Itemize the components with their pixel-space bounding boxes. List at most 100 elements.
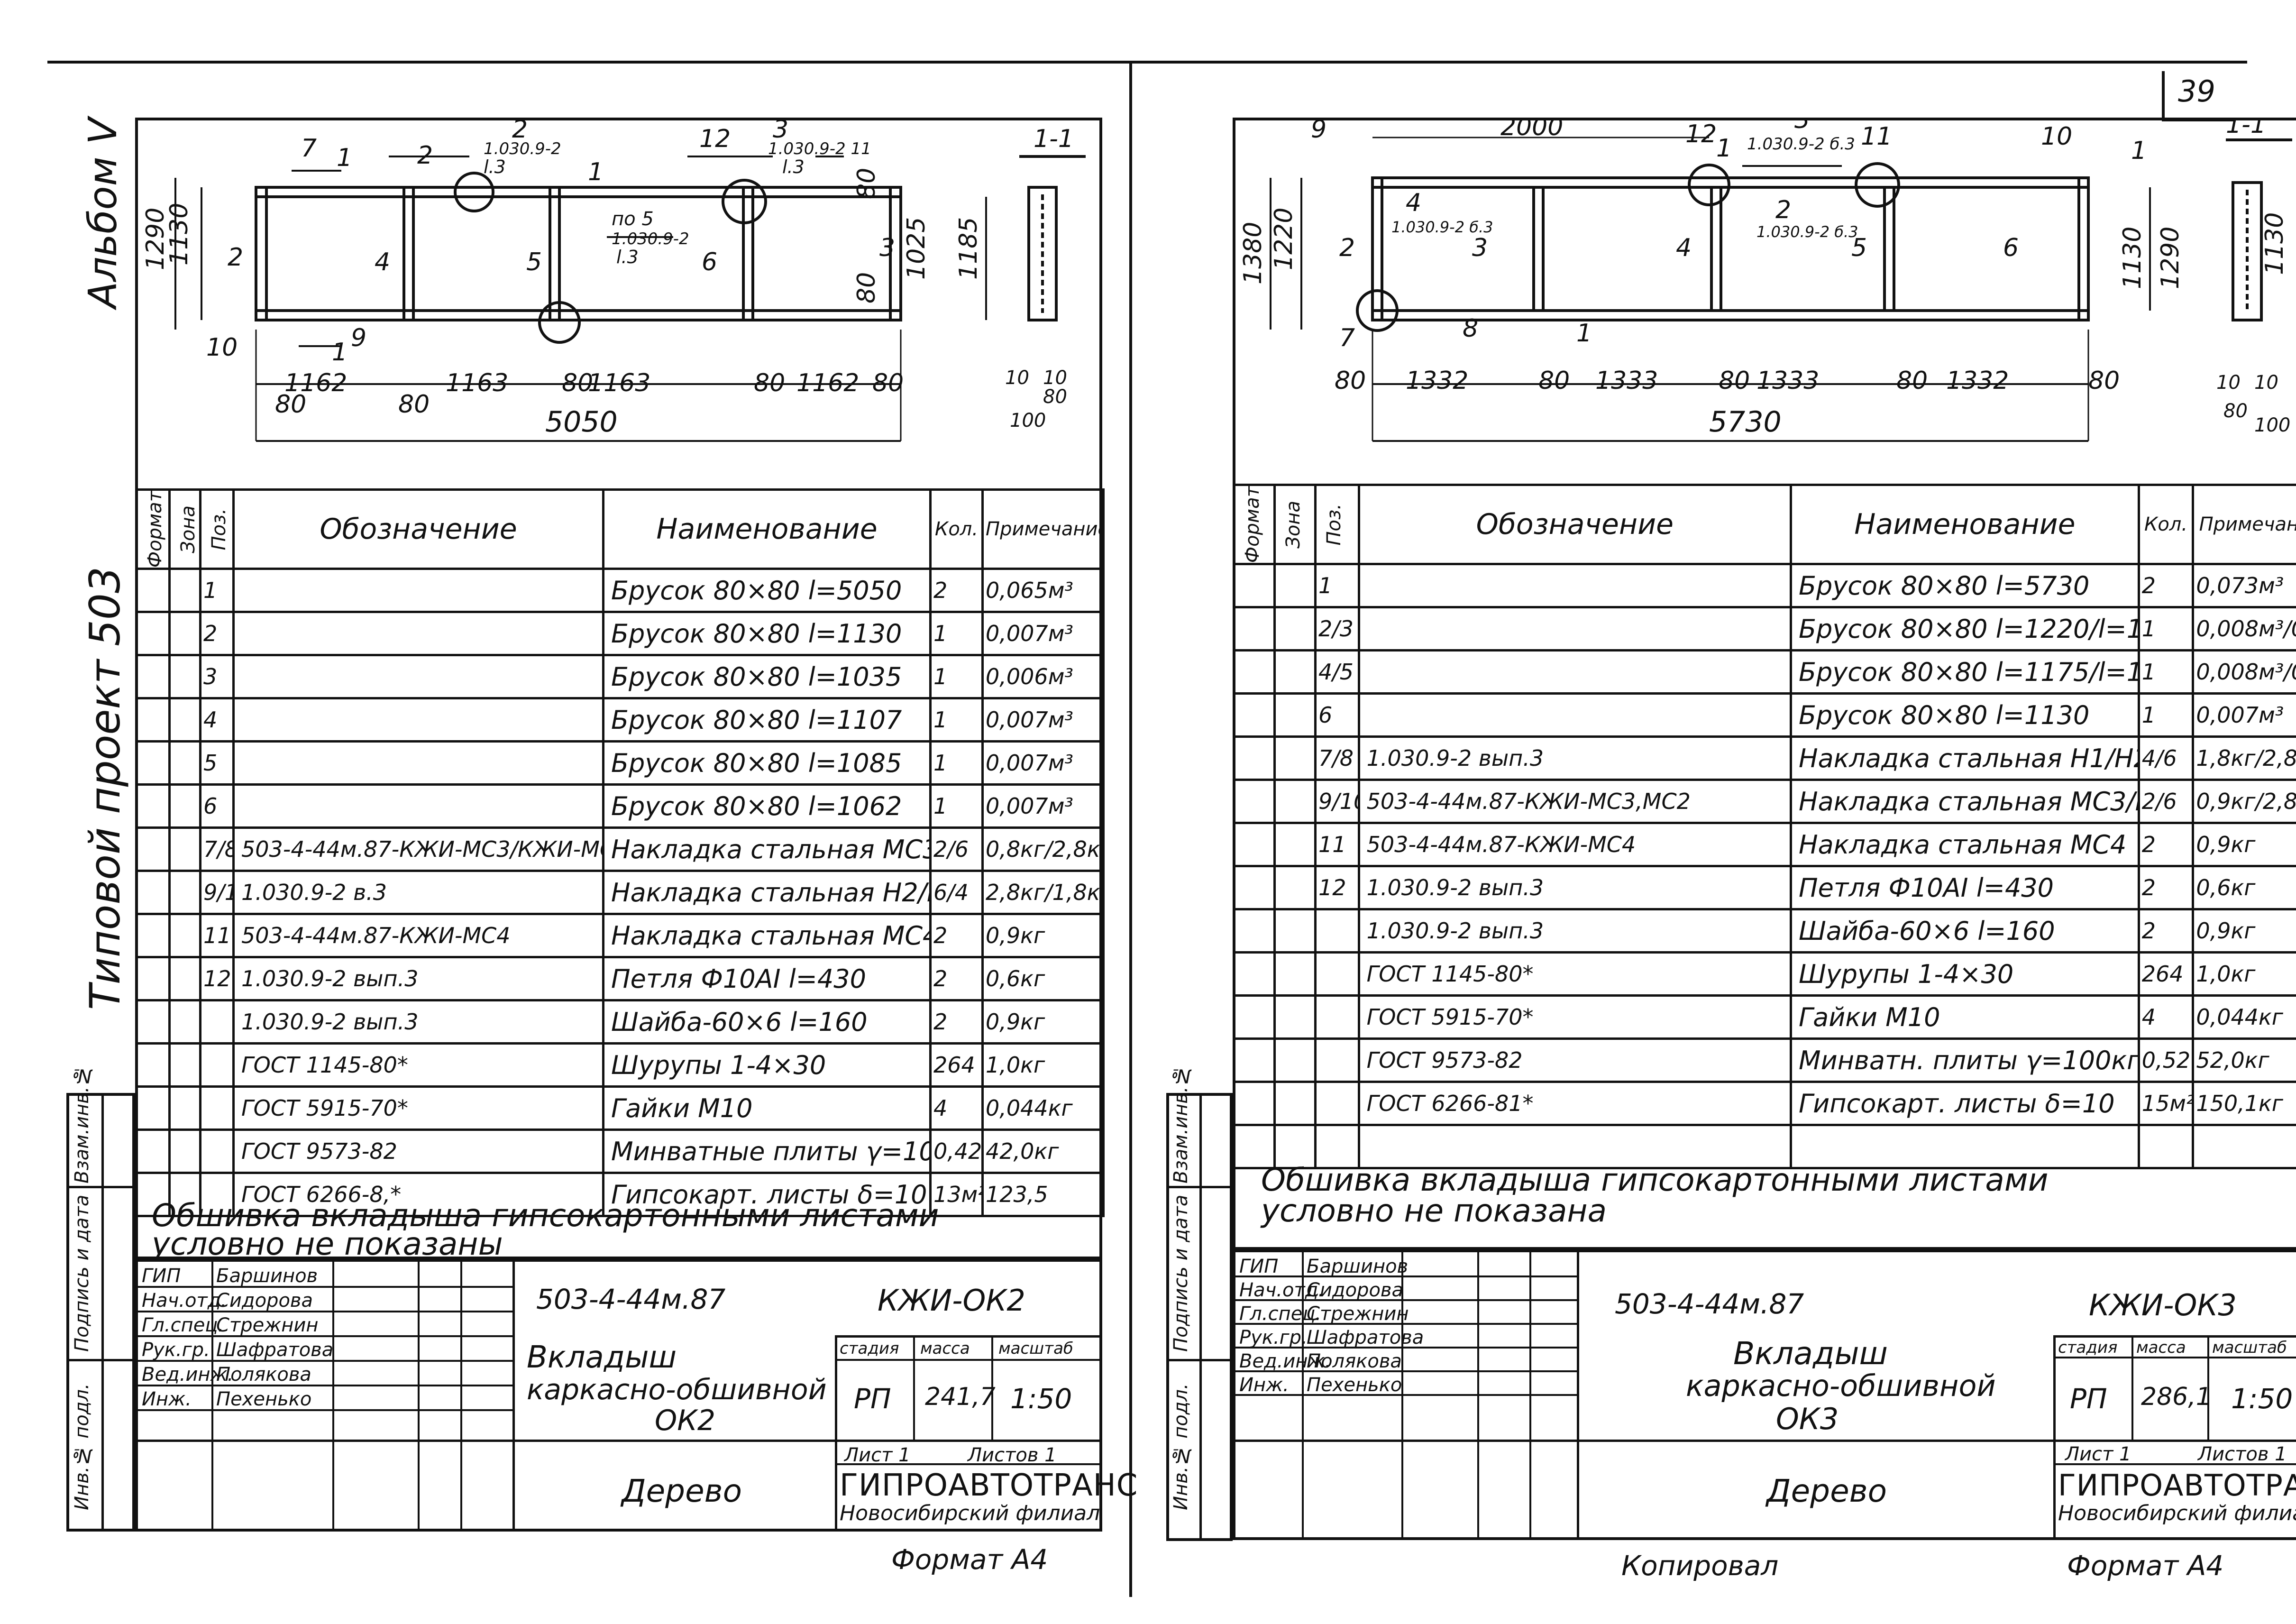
person-name: Баршинов: [1307, 1256, 1409, 1277]
cell-note: 0,008м³/0,008м³: [2192, 606, 2296, 652]
person-name: Шафратова: [216, 1339, 334, 1361]
cell-designation: 503-4-44м.87-КЖИ-МС4: [232, 913, 604, 959]
cell-empty: [1233, 692, 1276, 738]
cell-designation: 1.030.9-2 вып.3: [1357, 865, 1793, 911]
right-sheet: Взам.инв.№ Подпись и дата Инв.№ подл.: [1138, 0, 2296, 1624]
cell-designation: ГОСТ 6266-81*: [1357, 1081, 1793, 1127]
cell-empty: [135, 697, 171, 743]
cell-name: Петля Ф10АI l=430: [602, 956, 932, 1002]
cell-name: Брусок 80×80 l=1130: [1790, 692, 2140, 738]
cell-empty: [168, 654, 201, 700]
role-label: Вед.инж.: [142, 1364, 234, 1385]
cell-empty: [1273, 1081, 1317, 1127]
left-spec-table: Формат Зона Поз. Обозначение Наименовани…: [135, 488, 1105, 1218]
center-fold: [1129, 61, 1132, 1597]
right-frame-drawing: 9 2000 12 1 3 1.030.9-2 б.3 11 10 1 1-1 …: [1239, 119, 2292, 442]
cell-name: Гипсокарт. листы δ=10: [602, 1172, 932, 1218]
cell-empty: [135, 999, 171, 1045]
right-org-2: Новосибирский филиал: [2058, 1501, 2296, 1525]
cell-note: 1,0кг: [2192, 951, 2296, 997]
cell-note: 150,1кг: [2192, 1081, 2296, 1127]
role-label: Инж.: [1239, 1374, 1289, 1396]
cell-qty: 1: [2137, 692, 2195, 738]
cell-empty: [1233, 1081, 1276, 1127]
dim-1025: 1025: [902, 217, 931, 280]
detail-circle-1: [454, 172, 494, 212]
dim-1163a: 1163: [446, 369, 508, 397]
left-sheets-label: Листов 1: [968, 1444, 1057, 1466]
role-label: Гл.спец.: [142, 1314, 224, 1336]
cell-note: 0,9кг: [981, 913, 1105, 959]
frame-outline: [255, 186, 902, 321]
callout-l3c: l.3: [616, 247, 639, 267]
dim-1333a: 1333: [1595, 367, 1658, 395]
cell-qty: 2: [2137, 563, 2195, 609]
cell-designation: [232, 654, 604, 700]
cell-note: 0,9кг: [981, 999, 1105, 1045]
cell-note: 0,9кг: [2192, 908, 2296, 954]
section-label: 1-1: [2226, 119, 2266, 139]
cell-name: Накладка стальная МС3/МС2: [602, 826, 932, 872]
album-label: Альбом V: [81, 118, 126, 308]
callout-2b: 2: [512, 119, 528, 144]
section-outline: [2232, 181, 2263, 321]
dim-1163b: 1163: [588, 369, 650, 397]
cell-empty: [168, 956, 201, 1002]
sign-date-label: Подпись и дата: [71, 1194, 93, 1352]
callout-ref-a: 1.030.9-2: [484, 139, 561, 158]
right-title-1: Вкладыш: [1733, 1335, 1888, 1372]
cell-note: 2,8кг/1,8кг: [981, 870, 1105, 916]
cell-pos: 4: [199, 697, 235, 743]
callout-1: 1: [337, 144, 352, 172]
cell-designation: 1.030.9-2 вып.3: [232, 956, 604, 1002]
col-designation: Обозначение: [1357, 483, 1793, 566]
cell-designation: [1357, 692, 1793, 738]
col-pos: Поз.: [1323, 503, 1345, 546]
dim-80g: 80: [852, 168, 881, 199]
cell-qty: 264: [2137, 951, 2195, 997]
cell-qty: 1: [929, 654, 984, 700]
cell-designation: 503-4-44м.87-КЖИ-МС4: [1357, 822, 1793, 868]
dim-80f: 80: [852, 272, 881, 303]
cell-empty: [1273, 692, 1317, 738]
cell-empty: [1233, 649, 1276, 695]
cell-note: 0,044кг: [981, 1085, 1105, 1131]
table-row: [1233, 1124, 2296, 1170]
cell-name: Накладка стальная МС4: [1790, 822, 2140, 868]
page-number: 39: [2178, 74, 2215, 109]
cell-empty: [1273, 994, 1317, 1040]
cell-empty: [1233, 908, 1276, 954]
cell-empty: [1273, 1124, 1317, 1170]
cell-name: Брусок 80×80 l=5050: [602, 568, 932, 614]
cell-name: Брусок 80×80 l=1175/l=1152: [1790, 649, 2140, 695]
cell-qty: 4: [929, 1085, 984, 1131]
dim-80a: 80: [275, 390, 306, 419]
right-material: Дерево: [1766, 1473, 1887, 1509]
frame-outline: [1371, 176, 2090, 321]
person-name: Стрежнин: [216, 1314, 319, 1336]
cell-empty: [168, 1172, 201, 1218]
cell-qty: 264: [929, 1042, 984, 1088]
cell-empty: [135, 913, 171, 959]
cell-qty: 1: [929, 697, 984, 743]
dim-1290: 1290: [142, 208, 170, 270]
cell-pos: 3: [199, 654, 235, 700]
cell-qty: 2: [929, 999, 984, 1045]
person-name: Полякова: [1307, 1350, 1402, 1372]
cell-pos: 2: [199, 611, 235, 657]
left-mass: 241,7: [925, 1383, 996, 1411]
dim-1185: 1185: [954, 217, 983, 280]
col-note: Примечание: [981, 488, 1105, 570]
person-name: Пехенько: [1307, 1374, 1402, 1396]
cell-empty: [1273, 735, 1317, 781]
sec-80: 80: [1043, 386, 1067, 408]
cell-note: 1,8кг/2,8кг: [2192, 735, 2296, 781]
cell-qty: 1: [929, 783, 984, 829]
cell-qty: 2: [2137, 908, 2195, 954]
role-label: ГИП: [142, 1265, 181, 1287]
cell-pos: 9/10: [199, 870, 235, 916]
right-inv-orig-label: Инв.№ подл.: [1170, 1383, 1192, 1510]
